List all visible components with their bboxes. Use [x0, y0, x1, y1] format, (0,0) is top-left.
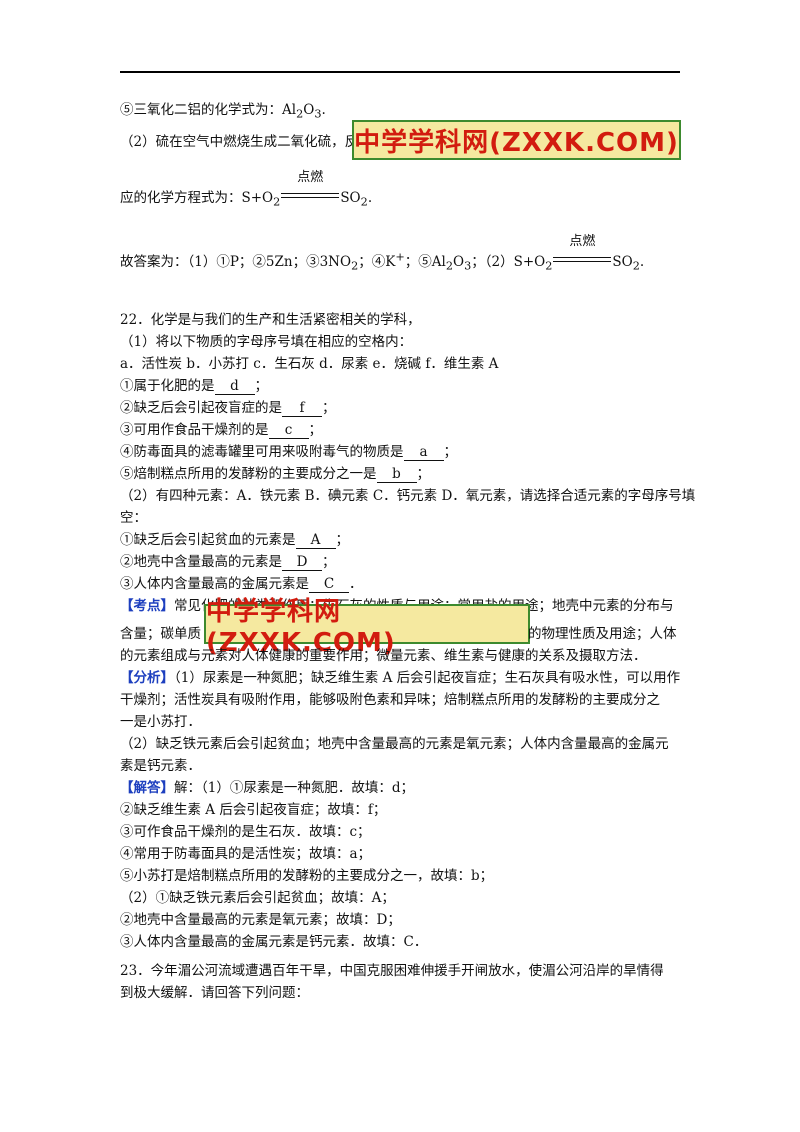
answer-blank: C: [309, 577, 349, 593]
answer-blank: a: [403, 445, 444, 461]
answer-blank: D: [282, 555, 322, 571]
text-line: ②缺乏维生素 A 后会引起夜盲症；故填：f；: [120, 802, 387, 818]
section-tag: 【解答】: [120, 780, 174, 796]
reaction-condition: 点燃: [553, 235, 612, 266]
answer-blank: b: [376, 467, 417, 483]
text-line: 一是小苏打．: [120, 714, 201, 730]
section-tag: 【分析】: [120, 670, 174, 686]
question-title: 22．化学是与我们的生产和生活紧密相关的学科，: [120, 312, 421, 328]
text-line: 空：: [120, 510, 147, 526]
watermark-logo: 中学学科网(ZXXK.COM): [204, 597, 530, 658]
section-tag: 【考点】: [120, 598, 174, 614]
answer-line: 故答案为：（1）①P；②5Zn；③3NO2；④K+；⑤Al2O3；（2）S+O2…: [120, 234, 645, 273]
answer-blank: d: [214, 379, 255, 395]
fenxi-line: 【分析】（1）尿素是一种氮肥；缺乏维生素 A 后会引起夜盲症；生石灰具有吸水性，…: [120, 670, 681, 686]
text-line: ②地壳中含量最高的元素是氧元素；故填：D；: [120, 912, 401, 928]
text-line: （2）硫在空气中燃烧生成二氧化硫，反: [120, 134, 359, 150]
header-rule: [120, 71, 680, 73]
text-line: （2）①缺乏铁元素后会引起贫血；故填：A；: [120, 890, 395, 906]
text-line: （2）有四种元素：A．铁元素 B．碘元素 C．钙元素 D．氧元素，请选择合适元素…: [120, 488, 696, 504]
text-line: 到极大缓解．请回答下列问题：: [120, 985, 309, 1001]
text-line: ③人体内含量最高的金属元素是钙元素．故填：C．: [120, 934, 428, 950]
text-line: 素是钙元素．: [120, 758, 201, 774]
answer-blank: A: [295, 533, 336, 549]
text-line: ⑤三氧化二铝的化学式为：Al2O3.: [120, 102, 326, 121]
question-title: 23．今年湄公河流域遭遇百年干旱，中国克服困难伸援手开闸放水，使湄公河沿岸的旱情…: [120, 963, 664, 979]
reaction-condition: 点燃: [281, 171, 340, 202]
text-line: ③可作食品干燥剂的是生石灰．故填：c；: [120, 824, 371, 840]
text-line: 干燥剂；活性炭具有吸附作用，能够吸附色素和异味；焙制糕点所用的发酵粉的主要成分之: [120, 692, 660, 708]
options-line: a．活性炭 b．小苏打 c．生石灰 d．尿素 e．烧碱 f．维生素 A: [120, 356, 499, 372]
text-line: 含量；碳单质: [120, 626, 201, 642]
watermark-logo: 中学学科网(ZXXK.COM): [352, 120, 681, 160]
text-line: 的物理性质及用途；人体: [528, 626, 677, 642]
answer-blank: c: [268, 423, 309, 439]
answer-blank: f: [282, 401, 322, 417]
text-line: （1）将以下物质的字母序号填在相应的空格内：: [120, 334, 413, 350]
text-line: ④常用于防毒面具的是活性炭；故填：a；: [120, 846, 372, 862]
text-line: 的元素组成与元素对人体健康的重要作用；微量元素、维生素与健康的关系及摄取方法．: [120, 648, 647, 664]
jieda-line: 【解答】解：（1）①尿素是一种氮肥．故填：d；: [120, 780, 414, 796]
text-line: ⑤小苏打是焙制糕点所用的发酵粉的主要成分之一，故填：b；: [120, 868, 494, 884]
text-line: （2）缺乏铁元素后会引起贫血；地壳中含量最高的元素是氧元素；人体内含量最高的金属…: [120, 736, 669, 752]
